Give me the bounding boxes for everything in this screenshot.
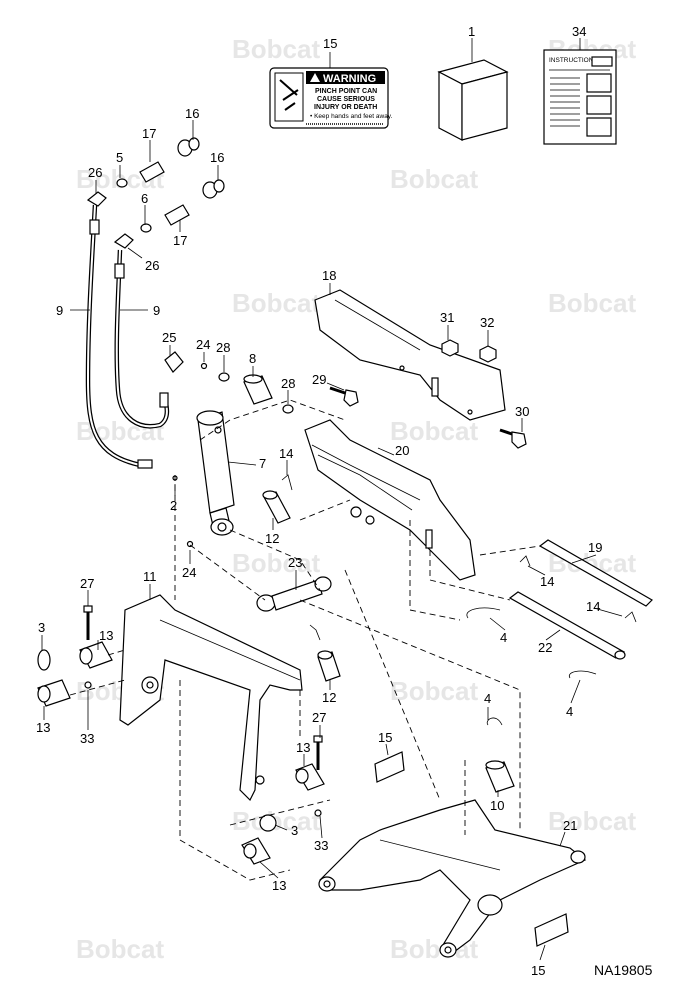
pins-small [172,362,294,548]
callout-label: 9 [56,303,63,318]
instructions-sheet: INSTRUCTIONS [543,49,617,145]
callout-label: 17 [142,126,156,141]
drawing-code: NA19805 [594,962,653,978]
rods [508,539,653,660]
upper-frame [304,419,476,581]
callout-label: 13 [99,628,113,643]
callout-label: 22 [538,640,552,655]
callout-label: 14 [540,574,554,589]
callout-label: 31 [440,310,454,325]
callout-label: 7 [259,456,266,471]
callout-label: 10 [490,798,504,813]
watermark: Bobcat [390,676,478,706]
callout-label: 28 [281,376,295,391]
watermark: Bobcat [548,288,636,318]
dashed-lines [69,399,541,881]
callout-label: 12 [265,531,279,546]
callout-label: 5 [116,150,123,165]
watermark: Bobcat [232,548,320,578]
callout-label: 15 [378,730,392,745]
warning-decal: WARNING PINCH POINT CAN CAUSE SERIOUS IN… [269,67,393,129]
warning-note: • Keep hands and feet away. [310,113,393,120]
pins-12 [262,474,341,682]
left-mount-frame [119,594,303,802]
kit-box [437,59,509,141]
callout-label: 12 [322,690,336,705]
callout-label: 27 [80,576,94,591]
callout-label: 26 [145,258,159,273]
pin-10 [485,760,515,793]
callout-label: 20 [395,443,409,458]
callout-label: 9 [153,303,160,318]
callout-label: 27 [312,710,326,725]
watermark-layer: Bobcat Bobcat Bobcat Bobcat Bobcat Bobca… [76,34,636,964]
callout-label: 13 [36,720,50,735]
callout-label: 13 [272,878,286,893]
pins-13 [37,605,325,865]
warning-title: WARNING [323,73,376,85]
link-23 [256,576,332,612]
watermark: Bobcat [390,164,478,194]
watermark: Bobcat [232,288,320,318]
callout-label: 21 [563,818,577,833]
callout-label: 4 [484,691,491,706]
callout-label: 33 [80,731,94,746]
callout-label: 3 [38,620,45,635]
callout-label: 23 [288,555,302,570]
callout-label: 24 [182,565,196,580]
callout-label: 8 [249,351,256,366]
callout-label: 29 [312,372,326,387]
callout-label: 28 [216,340,230,355]
callout-label: 14 [586,599,600,614]
fittings [86,137,225,373]
mount-bracket [314,289,506,421]
watermark: Bobcat [76,934,164,964]
callout-label: 16 [185,106,199,121]
hardware-nuts-bolts [329,339,527,449]
callout-label: 32 [480,315,494,330]
callout-label: 4 [500,630,507,645]
callout-label: 18 [322,268,336,283]
callout-label: 15 [323,36,337,51]
callout-label: 16 [210,150,224,165]
warning-line-3: INJURY OR DEATH [314,104,377,111]
callout-label: 30 [515,404,529,419]
callout-label: 25 [162,330,176,345]
callout-label: 6 [141,191,148,206]
hydraulic-hoses [85,204,170,469]
callout-label: 17 [173,233,187,248]
leader-lines [41,38,623,961]
hairpins [466,607,597,726]
callout-label: 4 [566,704,573,719]
callout-label: 3 [291,823,298,838]
callout-label: 14 [279,446,293,461]
instructions-label: INSTRUCTIONS [549,57,598,64]
callout-label: 15 [531,963,545,978]
callout-label: 26 [88,165,102,180]
callout-label: 24 [196,337,210,352]
callout-label: 13 [296,740,310,755]
hydraulic-cylinder [196,410,235,536]
watermark: Bobcat [548,806,636,836]
watermark: Bobcat [232,34,320,64]
small-decals [374,751,569,947]
warning-triangle-icon [310,73,320,82]
warning-line-2: CAUSE SERIOUS [317,96,375,103]
callout-label: 11 [143,569,157,584]
callout-label: 19 [588,540,602,555]
callouts: 15 1 34 16 17 5 26 16 6 17 26 9 9 18 31 … [36,24,602,978]
callout-label: 34 [572,24,586,39]
callout-label: 1 [468,24,475,39]
lower-frame [318,799,587,958]
watermark: Bobcat [390,416,478,446]
callout-label: 2 [170,498,177,513]
warning-line-1: PINCH POINT CAN [315,88,377,95]
callout-label: 33 [314,838,328,853]
